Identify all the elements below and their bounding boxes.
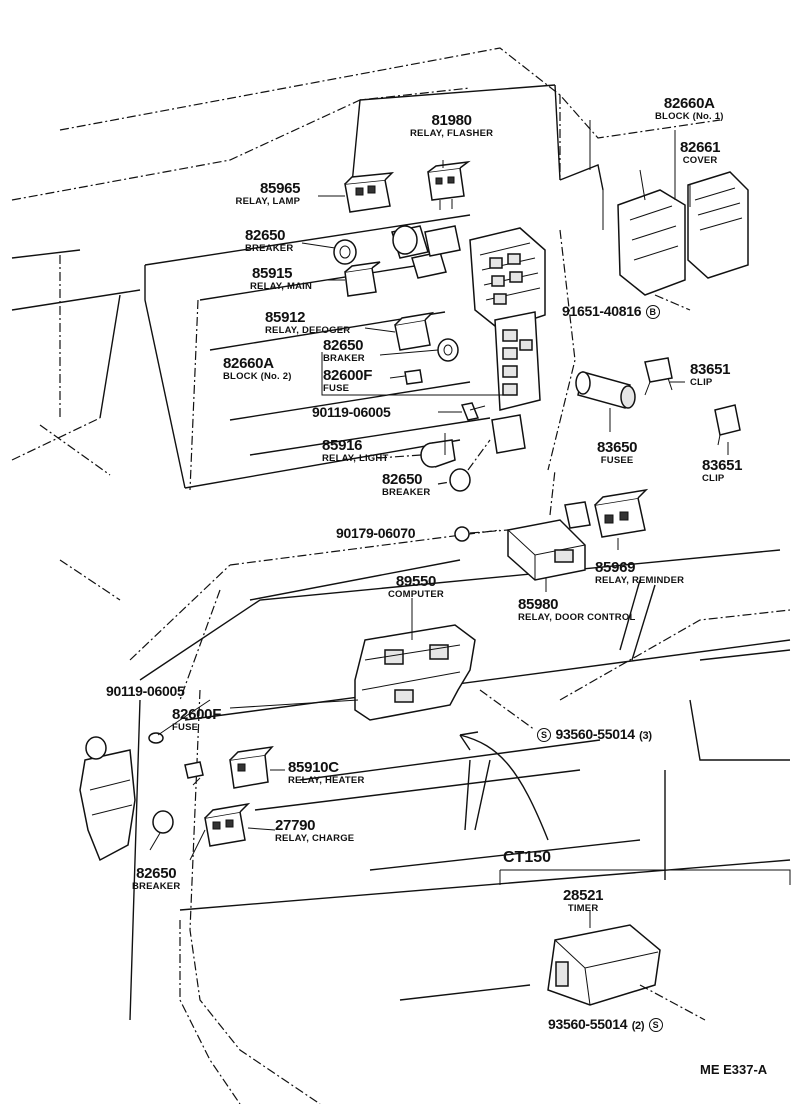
label-nut: 90179-06070 xyxy=(336,525,416,541)
label-cover: 82661 COVER xyxy=(680,139,721,166)
connector-a-shape xyxy=(491,414,526,454)
label-timer: 28521 TIMER xyxy=(563,887,604,914)
relay-main-shape xyxy=(344,261,381,297)
relay-heater-shape xyxy=(229,745,274,789)
clip-b-shape xyxy=(714,404,741,446)
fuse-block-no2-shape xyxy=(494,311,541,411)
block-no1-shape xyxy=(617,189,686,296)
label-relay-flasher: 81980 RELAY, FLASHER xyxy=(410,112,494,139)
figure-code: ME E337-A xyxy=(700,1062,768,1077)
connector-b-shape xyxy=(564,501,591,529)
fusee-shape xyxy=(575,371,636,409)
label-relay-charge: 27790 RELAY, CHARGE xyxy=(275,817,355,844)
label-breaker-d: 82650 BREAKER xyxy=(132,865,181,892)
fuse-b-shape xyxy=(184,761,204,779)
fuse-a-shape xyxy=(404,369,423,385)
label-fusee: 83650 FUSEE xyxy=(597,439,638,466)
label-relay-door-control: 85980 RELAY, DOOR CONTROL xyxy=(518,596,636,623)
relay-cluster-shape xyxy=(391,225,461,279)
relay-flasher-shape xyxy=(427,160,471,210)
breaker-c-shape xyxy=(449,468,471,492)
breaker-b-shape xyxy=(437,338,459,362)
label-fuse-b: 82600F FUSE xyxy=(172,706,222,733)
mark-b: B xyxy=(645,304,660,319)
mark-s-b: S xyxy=(648,1017,663,1032)
label-screw-a: S 93560-55014 (3) xyxy=(537,727,652,743)
bolt-b-shape xyxy=(654,294,691,311)
label-computer: 89550 COMPUTER xyxy=(388,573,444,600)
label-breaker-a: 82650 BREAKER xyxy=(245,227,294,254)
label-block-no2: 82660A BLOCK (No. 2) xyxy=(223,355,292,382)
label-breaker-c: 82650 BREAKER xyxy=(382,471,431,498)
direction-arrow xyxy=(459,731,549,841)
label-relay-heater: 85910C RELAY, HEATER xyxy=(288,759,365,786)
label-relay-light: 85916 RELAY, LIGHT xyxy=(322,437,389,464)
label-block-no1: 82660A BLOCK (No. 1) xyxy=(655,95,724,122)
label-bolt-a: 90119-06005 xyxy=(312,404,391,420)
timer-shape xyxy=(547,924,661,1006)
label-screw-c: 90119-06005 xyxy=(106,683,185,699)
label-screw-b: 93560-55014 (2) S xyxy=(548,1017,663,1033)
label-relay-main: 85915 RELAY, MAIN xyxy=(250,265,313,292)
relay-defoger-shape xyxy=(394,311,435,351)
variant-label: CT150 xyxy=(503,849,552,866)
leader-lines xyxy=(149,130,791,1021)
label-fuse-a: 82600F FUSE xyxy=(323,367,373,394)
clip-a-shape xyxy=(644,357,673,396)
mark-s-a: S xyxy=(537,727,551,742)
computer-shape xyxy=(354,624,476,721)
bracket-lower-left-shape xyxy=(79,736,136,862)
label-relay-reminder: 85969 RELAY, REMINDER xyxy=(595,559,685,586)
breaker-a-shape xyxy=(333,239,357,265)
door-body-outline xyxy=(59,529,791,1104)
label-clip-b: 83651 CLIP xyxy=(702,457,743,484)
label-clip-a: 83651 CLIP xyxy=(690,361,731,388)
fuse-block-no1-shape xyxy=(469,227,546,331)
screw-c-shape xyxy=(148,732,164,744)
nut-shape xyxy=(454,526,470,542)
bolt-a-shape xyxy=(460,402,486,421)
breaker-d-shape xyxy=(152,810,174,834)
relay-lamp-shape xyxy=(344,172,395,213)
relay-light-shape xyxy=(420,439,456,468)
relay-charge-shape xyxy=(204,802,251,847)
label-relay-lamp: 85965 RELAY, LAMP xyxy=(235,180,301,207)
relay-door-control-shape xyxy=(507,519,586,581)
cover-shape xyxy=(687,171,749,279)
label-relay-defoger: 85912 RELAY, DEFOGER xyxy=(265,309,351,336)
label-bolt-b: 91651-40816 B xyxy=(562,304,660,320)
relay-reminder-shape xyxy=(594,488,649,538)
label-braker: 82650 BRAKER xyxy=(323,337,365,364)
